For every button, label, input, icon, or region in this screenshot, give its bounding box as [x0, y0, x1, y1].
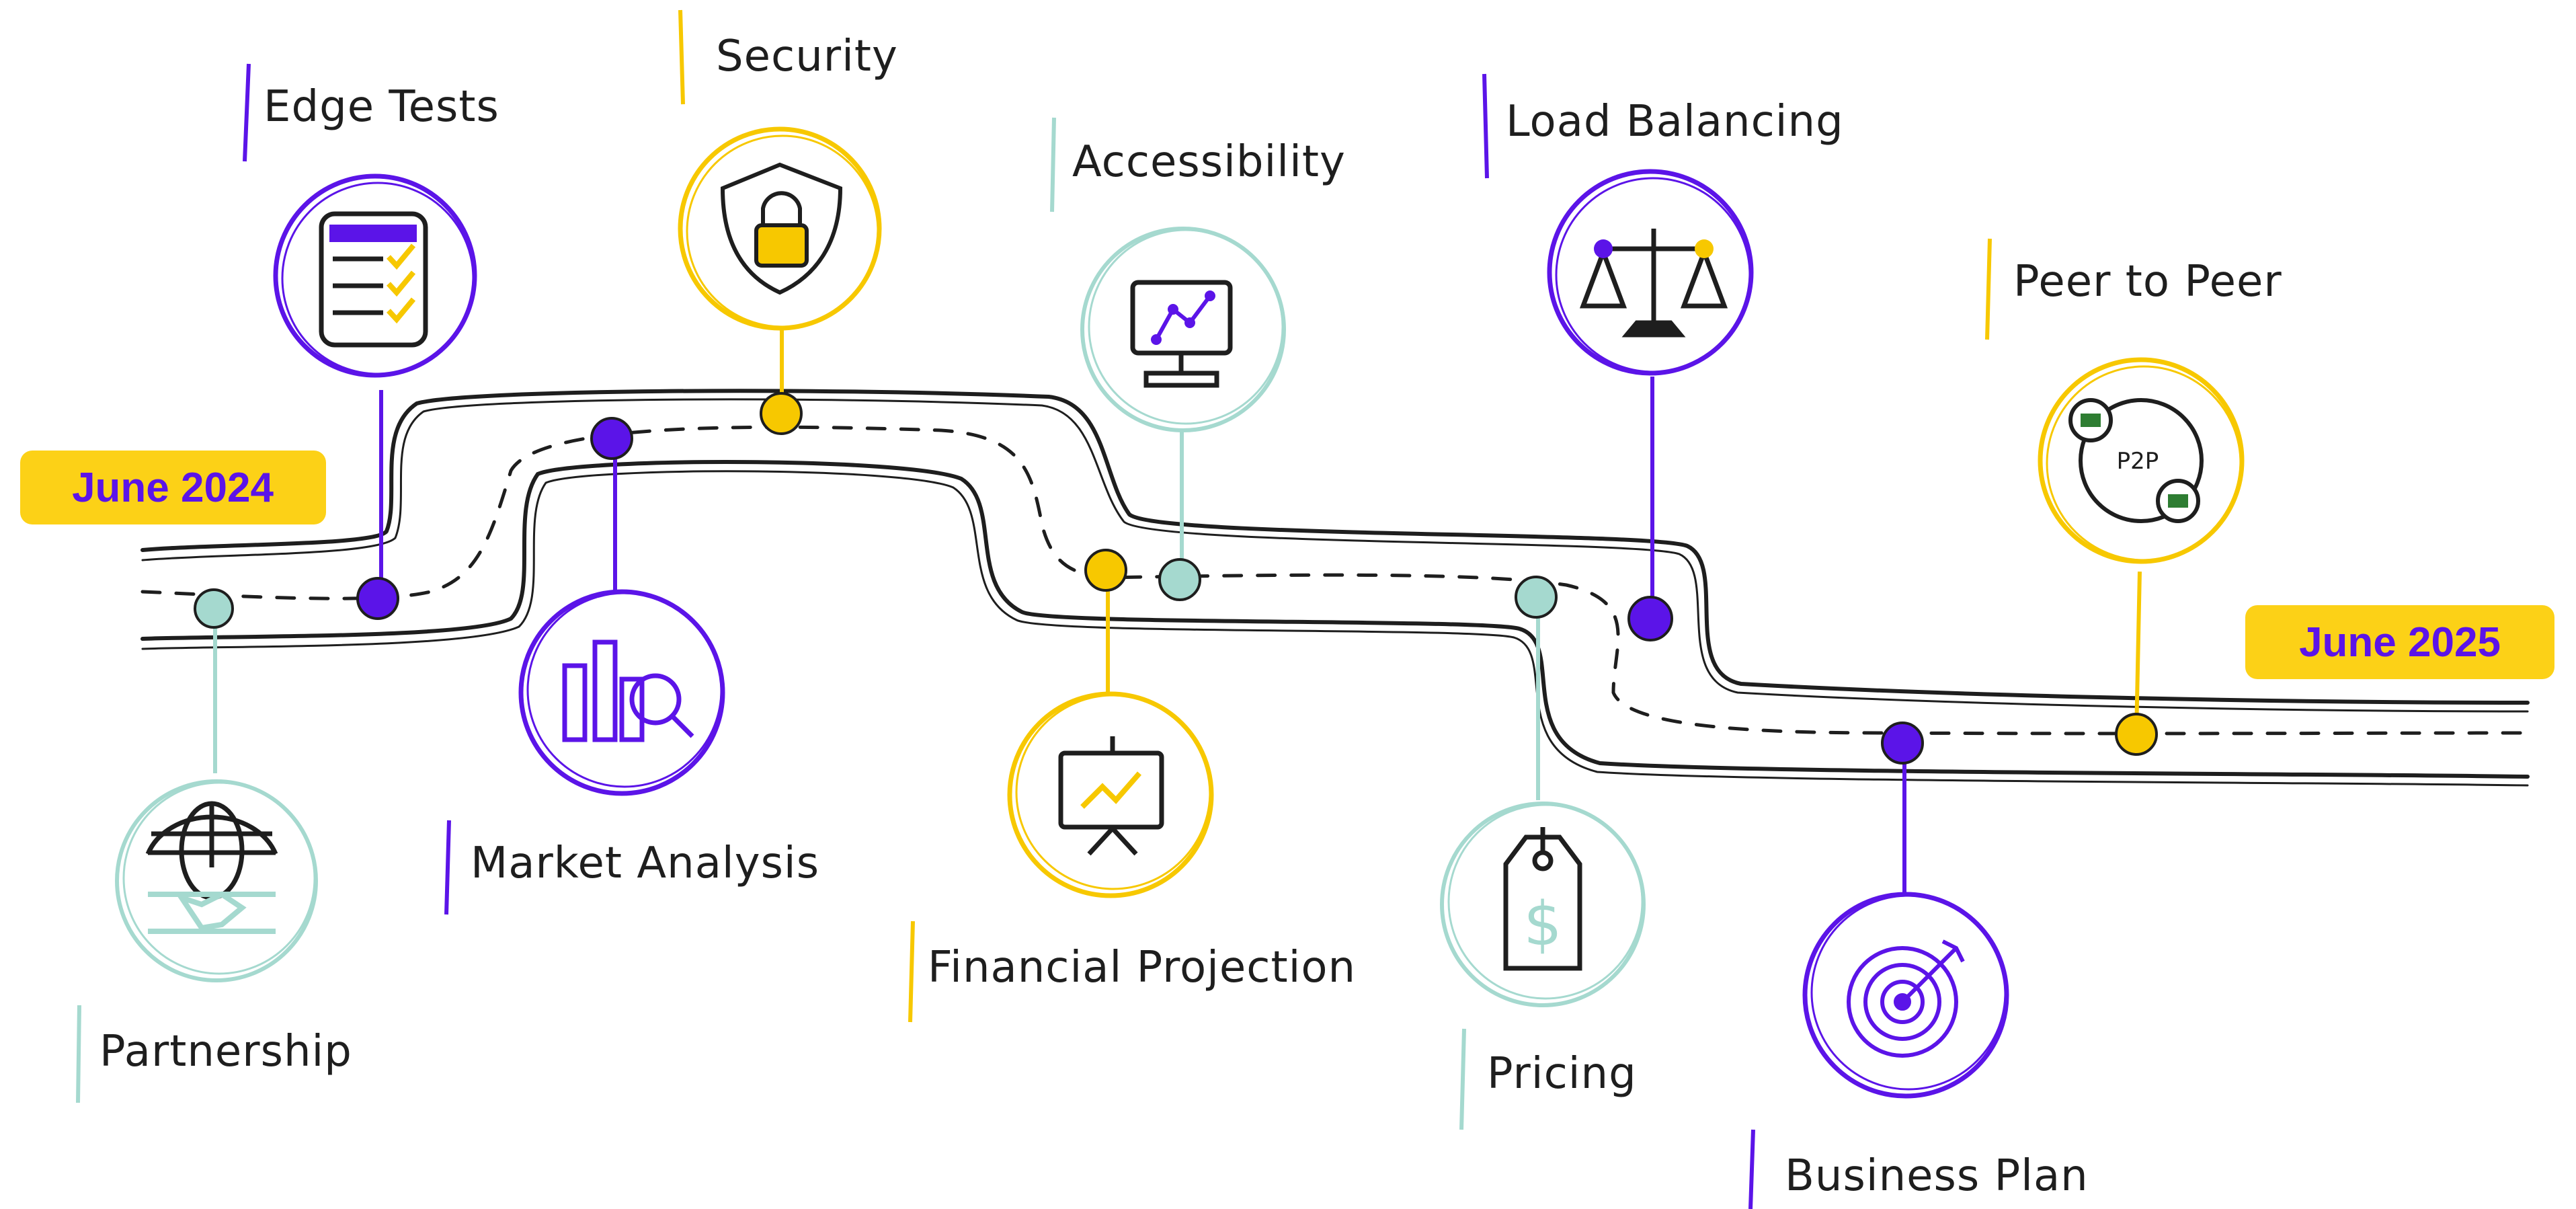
target-icon	[1847, 939, 1965, 1058]
bar-chart-magnifier-icon	[562, 639, 694, 742]
milestone-label-peer-to-peer: Peer to Peer	[2013, 257, 2282, 307]
road-top-edge-2	[141, 398, 2529, 713]
milestone-label-accessibility: Accessibility	[1072, 137, 1346, 187]
balance-scale-icon	[1579, 229, 1728, 338]
milestone-load-balancing: Load Balancing	[1482, 73, 1844, 641]
svg-text:$: $	[1523, 889, 1562, 960]
milestone-accessibility: Accessibility	[1050, 117, 1346, 601]
road-center-dash	[140, 425, 2530, 736]
road	[140, 389, 2530, 787]
end-date-badge: June 2025	[2245, 605, 2554, 679]
milestone-label-edge-tests: Edge Tests	[264, 82, 499, 132]
milestone-label-pricing: Pricing	[1487, 1049, 1637, 1099]
milestone-security: Security	[678, 9, 898, 435]
milestone-edge-tests: Edge Tests	[243, 63, 499, 620]
milestone-market-analysis: Market Analysis	[444, 417, 819, 915]
price-tag-icon: $	[1503, 827, 1582, 971]
milestone-financial-projection: Financial Projection	[908, 549, 1356, 1023]
start-date-label: June 2024	[72, 465, 274, 511]
milestone-label-security: Security	[716, 32, 898, 81]
road-bottom-edge-2	[141, 470, 2529, 787]
milestone-business-plan: Business Plan	[1748, 722, 2089, 1209]
milestone-label-business-plan: Business Plan	[1785, 1151, 2089, 1201]
milestone-label-market-analysis: Market Analysis	[471, 838, 819, 888]
p2p-label: P2P	[2117, 448, 2159, 475]
checklist-icon	[319, 211, 428, 348]
road-top-edge	[140, 389, 2530, 705]
road-bottom-edge	[140, 460, 2530, 779]
shield-lock-icon	[720, 162, 843, 295]
start-date-badge: June 2024	[20, 451, 326, 524]
milestone-label-load-balancing: Load Balancing	[1506, 97, 1844, 147]
presentation-board-icon	[1058, 736, 1164, 856]
milestone-peer-to-peer: P2P Peer to Peer	[1985, 238, 2282, 756]
handshake-globe-icon	[145, 801, 278, 934]
milestone-label-financial-projection: Financial Projection	[928, 943, 1356, 992]
monitor-chart-icon	[1130, 280, 1233, 388]
milestone-label-partnership: Partnership	[99, 1027, 352, 1077]
milestone-pricing: $ Pricing	[1440, 576, 1646, 1130]
milestone-partnership: Partnership	[76, 588, 352, 1103]
p2p-exchange-icon: P2P	[2068, 398, 2204, 523]
end-date-label: June 2025	[2299, 619, 2501, 666]
